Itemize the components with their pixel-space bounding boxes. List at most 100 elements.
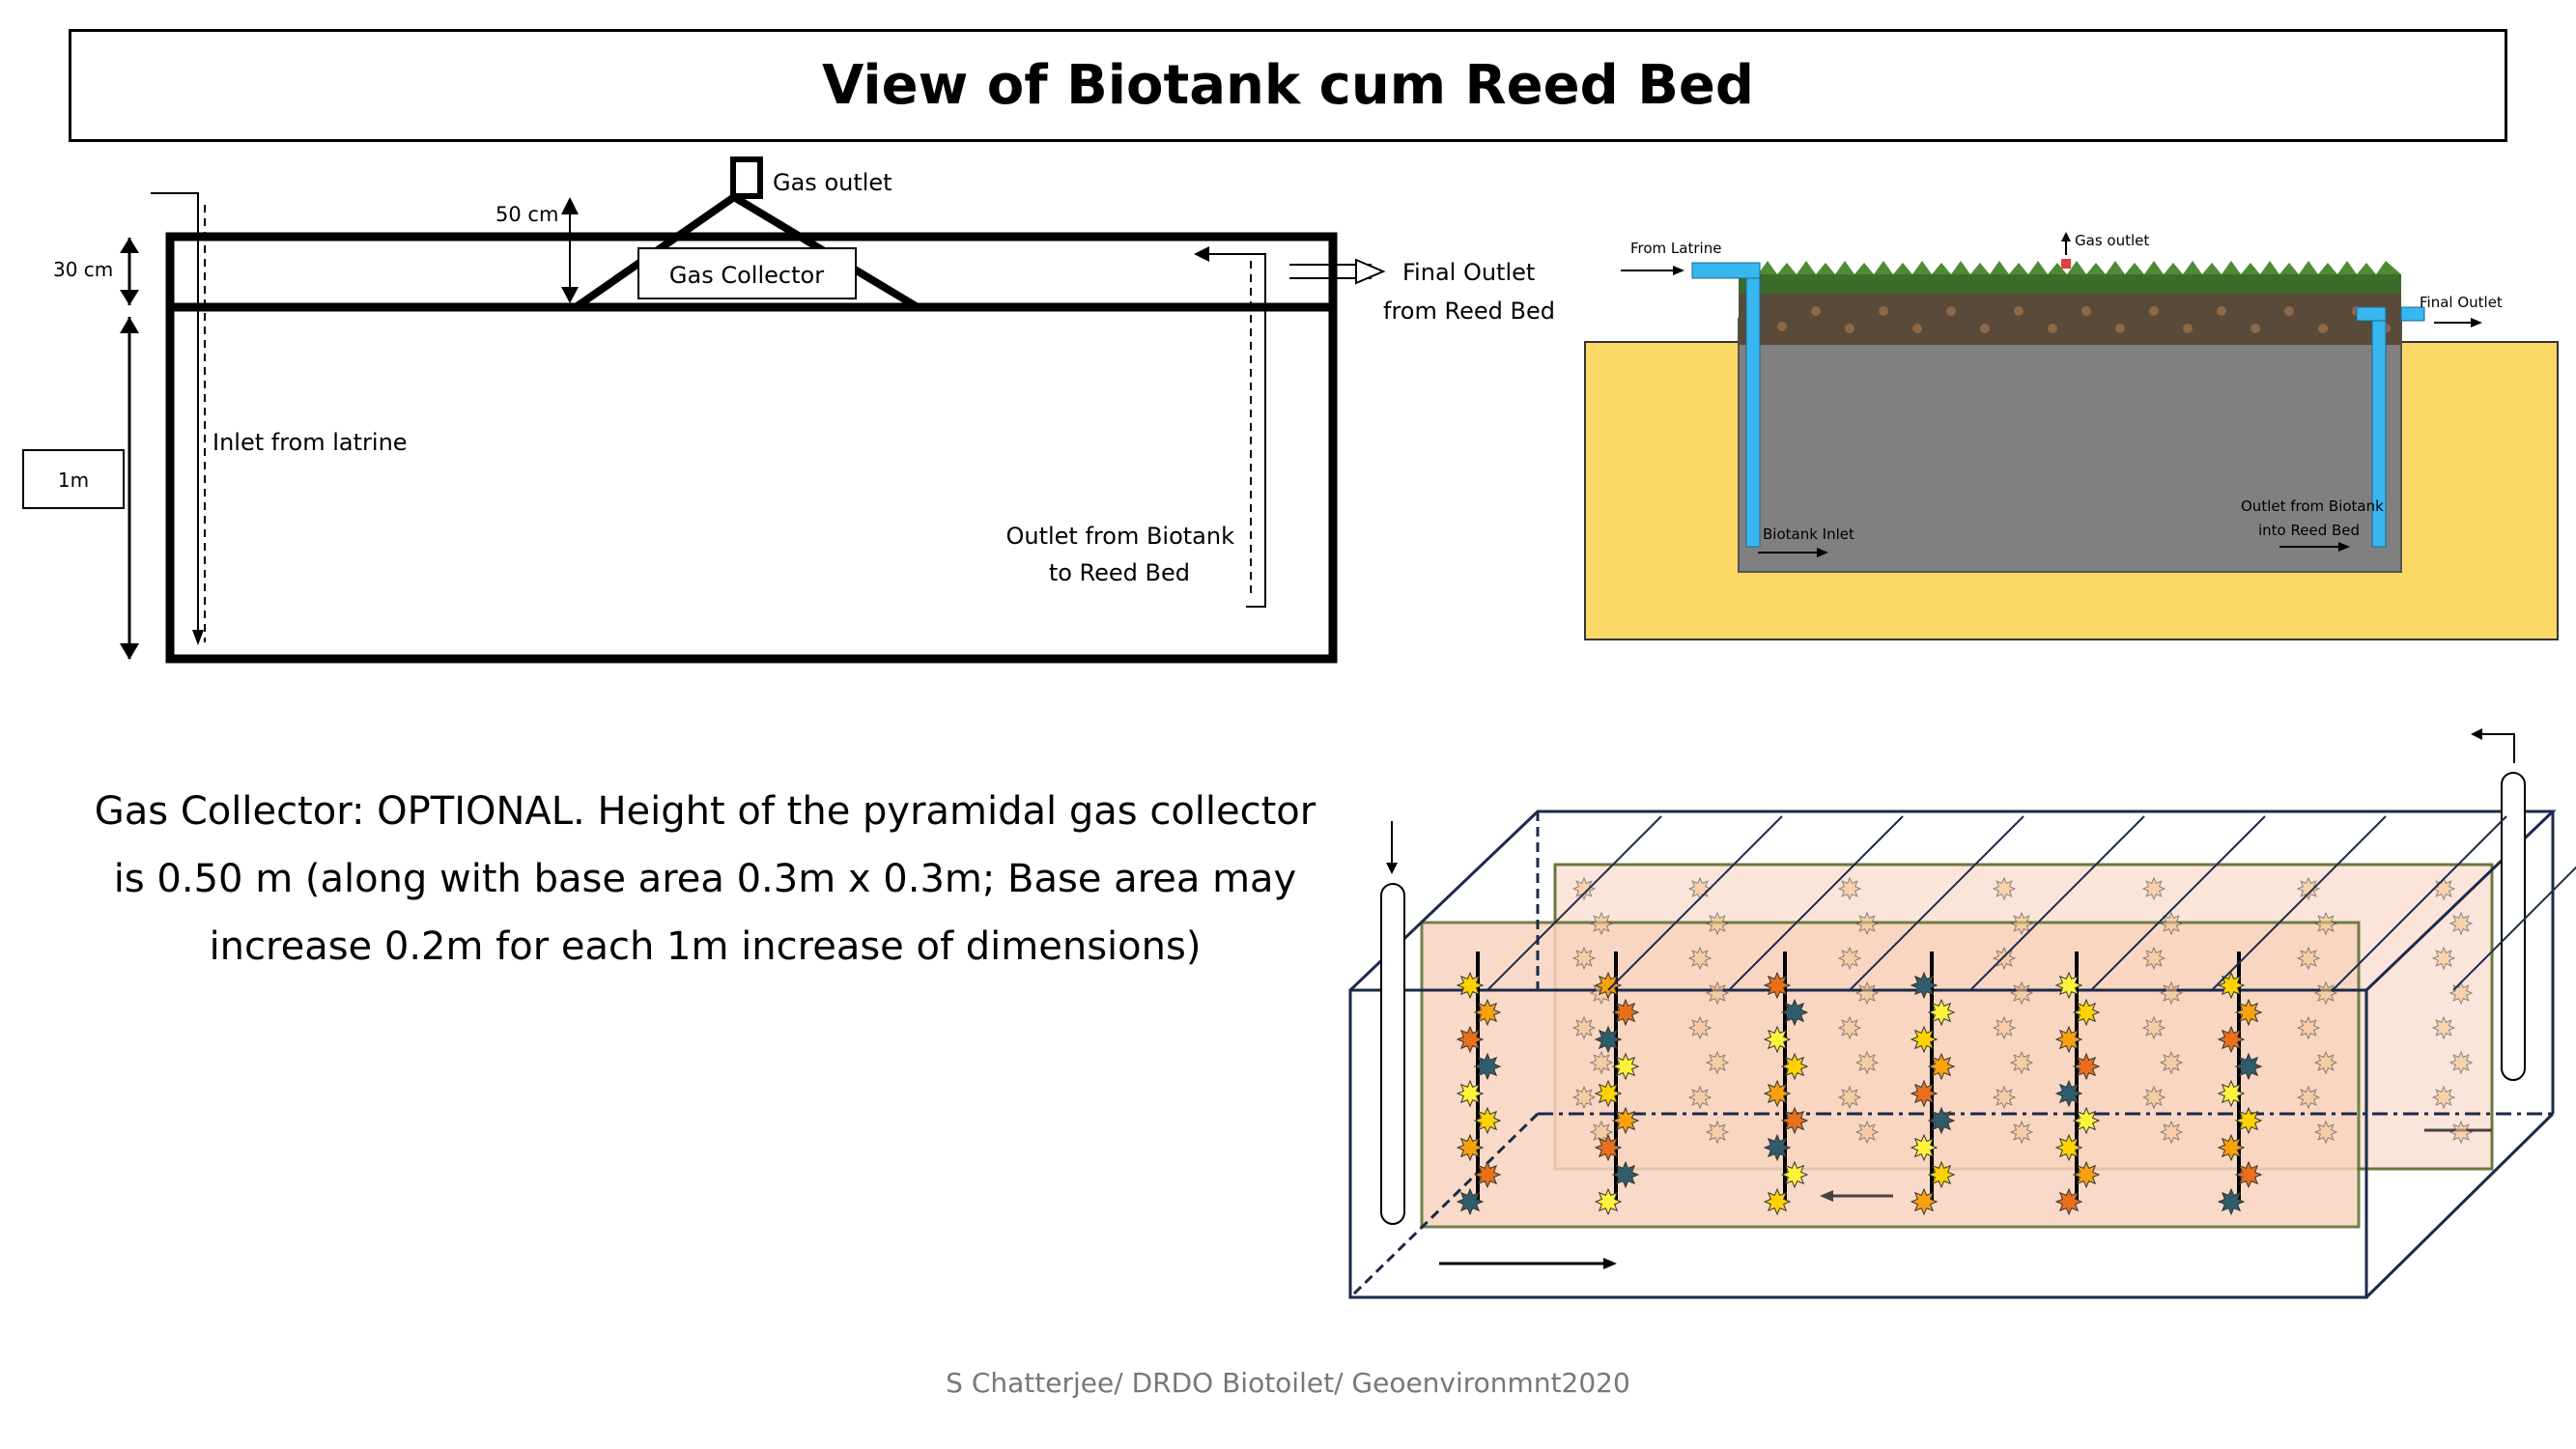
reed-flower <box>1611 1106 1640 1135</box>
reed-flower-back <box>1687 1015 1713 1040</box>
reed-flower-back <box>1854 1050 1880 1075</box>
reed-flower <box>1927 1052 1956 1081</box>
reed-flower <box>2072 1052 2101 1081</box>
page-title: View of Biotank cum Reed Bed <box>822 54 1754 117</box>
gravel-pattern <box>1748 306 2391 333</box>
reed-flower-back <box>2141 1015 2166 1040</box>
reed-flower <box>2054 1133 2083 1162</box>
reed-flower <box>2234 1052 2263 1081</box>
reed-flower-back <box>2159 1120 2184 1145</box>
reed-flower-back <box>2313 1120 2338 1145</box>
grid-line <box>2452 866 2576 991</box>
reed-flower <box>1780 1160 1809 1189</box>
reed-flower <box>1594 1187 1623 1216</box>
reed-flower-back <box>1705 1050 1730 1075</box>
reed-flower <box>1910 1025 1939 1054</box>
reed-flower <box>1473 998 1502 1027</box>
reed-flower-back <box>2141 1085 2166 1110</box>
reed-flower-back <box>2159 1050 2184 1075</box>
reed-flower <box>2072 998 2101 1027</box>
site-gas-outlet-label: Gas outlet <box>2075 232 2149 249</box>
reed-bed-layer <box>1739 292 2401 345</box>
dim-1m-label: 1m <box>58 469 89 492</box>
reed-flower-back <box>2313 980 2338 1006</box>
inlet-pipe-vertical <box>1745 277 1761 548</box>
gas-outlet-pipe <box>730 156 763 199</box>
dim-50cm-label: 50 cm <box>495 203 558 226</box>
reed-flower-back <box>1837 1015 1862 1040</box>
final-outlet-label-1: Final Outlet <box>1402 259 1535 286</box>
reed-flower-back <box>1687 1085 1713 1110</box>
grid-line <box>1728 815 1904 991</box>
reed-flower <box>2072 1106 2101 1135</box>
reed-bed-3d-diagram <box>1348 728 2576 1299</box>
reed-flower <box>1611 998 1640 1027</box>
reed-flower-back <box>1571 1015 1597 1040</box>
site-outlet-label-2: into Reed Bed <box>2258 522 2360 539</box>
reed-flower <box>1780 998 1809 1027</box>
gas-outlet-label: Gas outlet <box>773 169 892 196</box>
reed-flower <box>1763 971 1792 1000</box>
site-section-diagram: Gas outlet From Latrine Final Outlet Bio… <box>1584 232 2559 640</box>
reed-flower <box>2054 971 2083 1000</box>
footer: S Chatterjee/ DRDO Biotoilet/ Geoenviron… <box>946 1367 1630 1399</box>
reed-flower <box>1910 1187 1939 1216</box>
reed-flower-back <box>2449 980 2474 1006</box>
reed-flower <box>2072 1160 2101 1189</box>
grid-line <box>1486 815 1662 991</box>
reed-flower-back <box>2296 876 2321 901</box>
reed-flower-back <box>1589 1050 1614 1075</box>
reed-flower-back <box>1837 946 1862 971</box>
reed-flower <box>1456 1025 1485 1054</box>
reed-flower-back <box>2009 1120 2034 1145</box>
caption-line-2: is 0.50 m (along with base area 0.3m x 0… <box>113 857 1297 901</box>
dim-1m-box <box>22 449 125 509</box>
reed-flower <box>1763 1079 1792 1108</box>
reed-flower-back <box>2009 911 2034 936</box>
inlet-pipe <box>1380 883 1405 1225</box>
reed-flower <box>2217 1187 2246 1216</box>
reeds-strip <box>1739 274 2401 294</box>
reed-flower-back <box>1571 946 1597 971</box>
reed-flower-back <box>2449 911 2474 936</box>
final-outlet-label: Final Outlet <box>2420 294 2503 311</box>
grid-line <box>2332 815 2507 991</box>
reed-flower <box>1456 1187 1485 1216</box>
reed-flower <box>2054 1079 2083 1108</box>
reed-flower <box>1594 1025 1623 1054</box>
reed-flower <box>1456 1079 1485 1108</box>
caption: Gas Collector: OPTIONAL. Height of the p… <box>58 778 1352 980</box>
inlet-label: Inlet from latrine <box>212 429 408 456</box>
reed-flower-back <box>1992 1015 2017 1040</box>
reed-flower <box>2234 998 2263 1027</box>
dim-30cm-label: 30 cm <box>53 258 113 281</box>
reed-flower-back <box>1571 876 1597 901</box>
top-grid-lines <box>1486 815 2576 991</box>
gas-collector-label: Gas Collector <box>669 262 824 289</box>
outlet-pipe-horizontal <box>2356 306 2387 322</box>
gas-collector-box <box>637 247 857 299</box>
reed-flower-back <box>2431 1085 2456 1110</box>
grid-line <box>1969 815 2145 991</box>
reed-flower-back <box>2141 946 2166 971</box>
reed-flower-back <box>1705 980 1730 1006</box>
title-box: View of Biotank cum Reed Bed <box>69 29 2507 142</box>
grid-line <box>2090 815 2266 991</box>
reed-flower-back <box>1837 1085 1862 1110</box>
inlet-pipe-horizontal <box>1691 262 1761 279</box>
reed-flower <box>2234 1106 2263 1135</box>
reed-flower-back <box>2009 1050 2034 1075</box>
reed-flower-back <box>1992 946 2017 971</box>
reed-flower <box>1594 971 1623 1000</box>
reed-flower <box>1456 971 1485 1000</box>
reed-flower <box>1473 1106 1502 1135</box>
caption-line-1: Gas Collector: OPTIONAL. Height of the p… <box>94 789 1316 834</box>
reed-flower-back <box>2159 911 2184 936</box>
from-latrine-label: From Latrine <box>1630 240 1721 257</box>
reed-flower <box>1473 1160 1502 1189</box>
reed-flower <box>1763 1025 1792 1054</box>
reed-flower <box>1927 1160 1956 1189</box>
reed-flower <box>2217 1079 2246 1108</box>
front-bed <box>1420 921 2361 1229</box>
outlet-label-2: to Reed Bed <box>1049 559 1190 586</box>
